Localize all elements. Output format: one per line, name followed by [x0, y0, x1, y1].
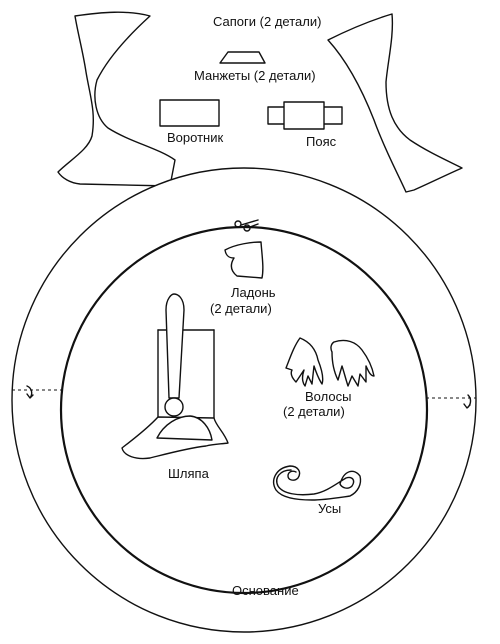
fold-arrow-right-icon	[463, 394, 472, 409]
hair-piece-right	[330, 339, 375, 387]
cuff-piece	[219, 51, 266, 64]
boot-right-piece	[327, 13, 463, 193]
label-hat: Шляпа	[168, 466, 209, 481]
label-palm: Ладонь	[231, 285, 276, 300]
label-base: Основание	[232, 583, 299, 598]
label-palm-count: (2 детали)	[210, 301, 272, 316]
label-boots: Сапоги (2 детали)	[213, 14, 322, 29]
label-belt: Пояс	[306, 134, 337, 149]
base-outer-circle	[11, 167, 477, 633]
label-moustache: Усы	[318, 501, 342, 516]
label-hair: Волосы	[305, 389, 352, 404]
boot-left-piece	[57, 11, 176, 187]
moustache-piece	[272, 465, 362, 501]
label-hair-count: (2 детали)	[283, 404, 345, 419]
collar-piece	[159, 99, 220, 127]
hair-piece-left	[285, 337, 324, 387]
scissors-icon	[234, 219, 259, 232]
label-cuffs: Манжеты (2 детали)	[194, 68, 316, 83]
label-collar: Воротник	[167, 130, 224, 145]
belt-piece	[267, 101, 343, 130]
hat-piece	[121, 293, 229, 460]
fold-arrow-left-icon	[26, 385, 34, 399]
palm-piece	[224, 241, 264, 279]
